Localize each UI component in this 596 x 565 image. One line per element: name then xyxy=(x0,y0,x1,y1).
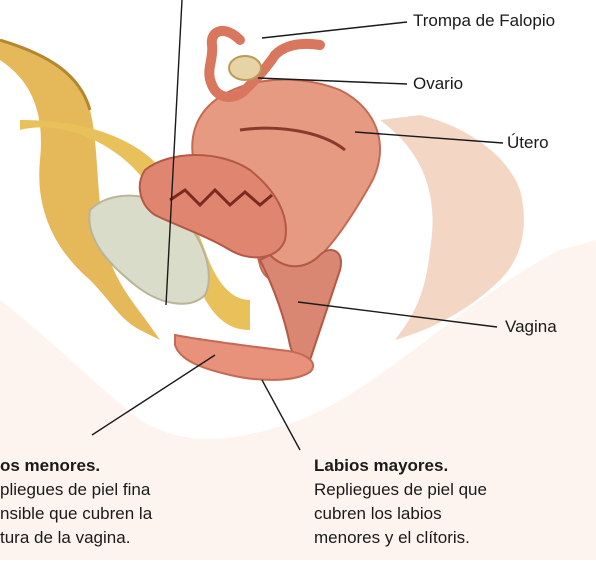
callout-labia-majora-line: menores y el clítoris. xyxy=(314,526,487,550)
callout-labia-minora-line: nsible que cubren la xyxy=(0,502,152,526)
callout-labia-minora-title: os menores. xyxy=(0,454,152,478)
callout-labia-majora: Labios mayores. Repliegues de piel que c… xyxy=(314,454,487,550)
callout-labia-majora-title: Labios mayores. xyxy=(314,454,487,478)
callout-labia-minora-line: pliegues de piel fina xyxy=(0,478,152,502)
label-vagina: Vagina xyxy=(505,317,557,337)
callout-labia-majora-line: Repliegues de piel que xyxy=(314,478,487,502)
spine xyxy=(0,40,160,340)
leader-fallopian-tube xyxy=(262,22,407,38)
callout-labia-minora: os menores. pliegues de piel fina nsible… xyxy=(0,454,152,550)
callout-labia-minora-line: tura de la vagina. xyxy=(0,526,152,550)
label-fallopian-tube: Trompa de Falopio xyxy=(413,11,555,31)
label-ovary: Ovario xyxy=(413,74,463,94)
ovary-shape xyxy=(229,56,261,80)
label-uterus: Útero xyxy=(507,133,549,153)
leader-labia-minora xyxy=(92,355,215,435)
callout-labia-majora-line: cubren los labios xyxy=(314,502,487,526)
